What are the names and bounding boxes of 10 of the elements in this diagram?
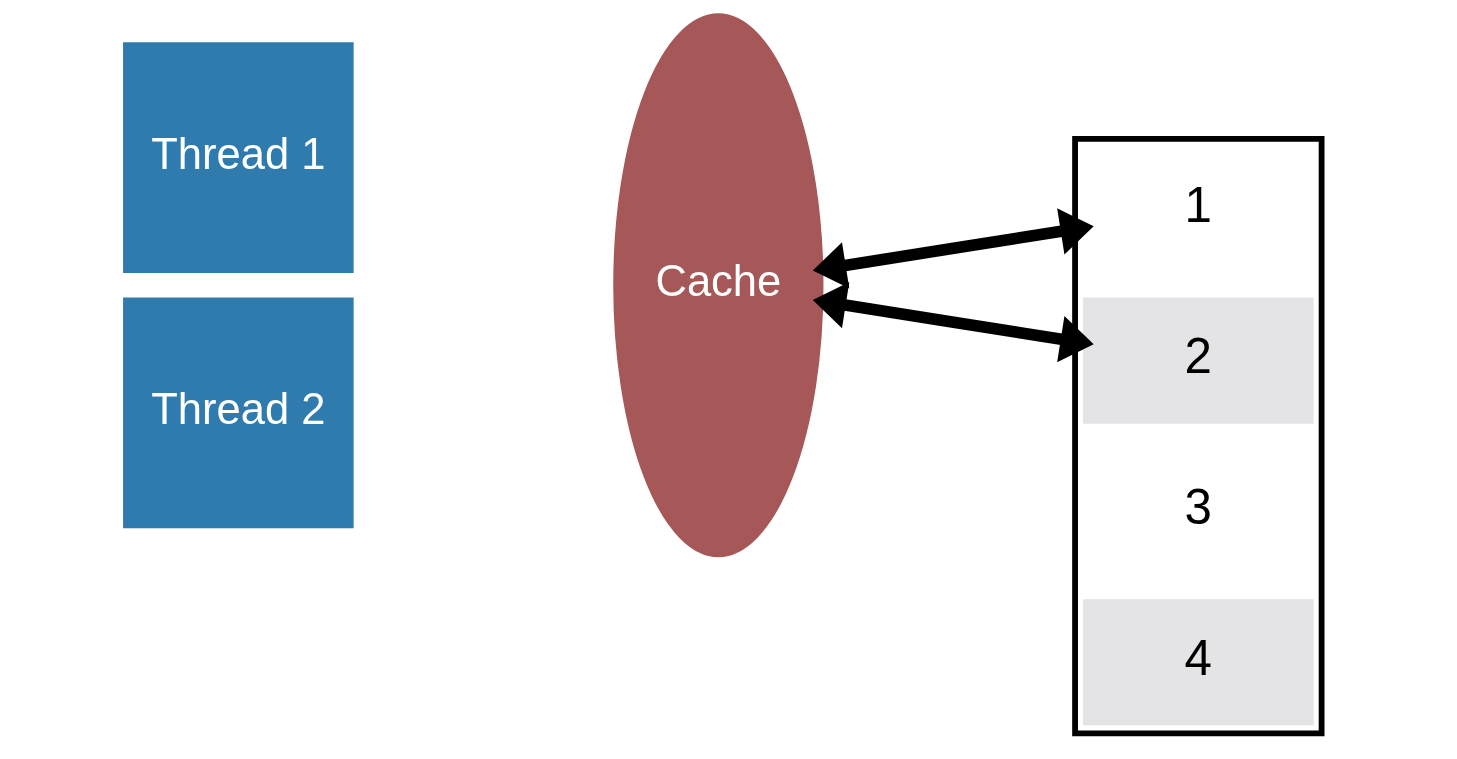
node-text: 3 — [1184, 479, 1213, 535]
cluster — [1072, 135, 1325, 737]
node-ellipse: Cache — [613, 13, 824, 558]
arrow — [812, 208, 1094, 289]
node-box: 2 — [1083, 297, 1314, 424]
node-text: 1 — [1184, 177, 1213, 233]
node-box: Thread 2 — [123, 297, 354, 529]
node-box: 4 — [1083, 599, 1314, 726]
arrow — [812, 282, 1094, 363]
node-box: Thread 1 — [123, 42, 354, 273]
